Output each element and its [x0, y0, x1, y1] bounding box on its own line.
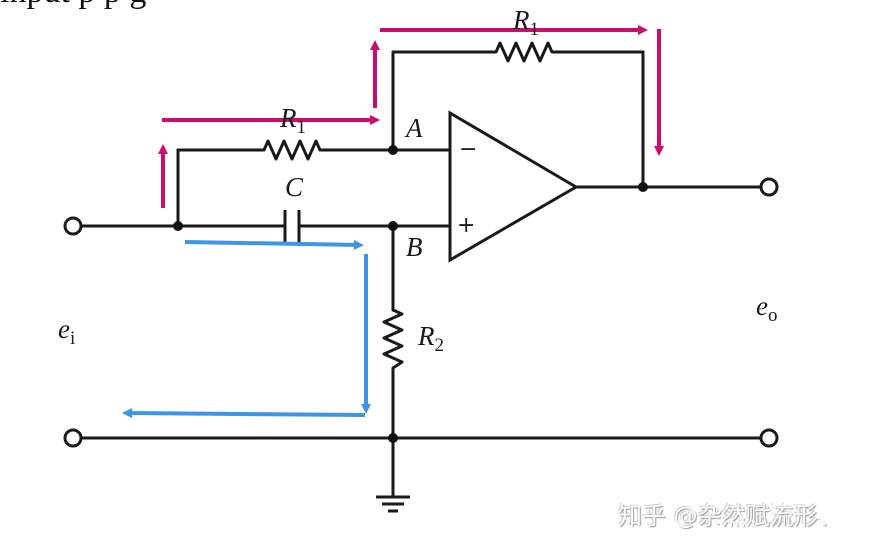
- ground-icon: [376, 495, 410, 513]
- blue-path: [122, 239, 371, 419]
- label-capacitor: C: [285, 172, 304, 202]
- label-r1-input: R1: [279, 103, 306, 138]
- label-r2: R2: [417, 321, 444, 356]
- terminal-input-bottom: [63, 428, 83, 448]
- resistor-r2: [382, 308, 404, 370]
- watermark: 知乎 @杂然赋流形、: [618, 502, 842, 530]
- junction-output: [638, 182, 648, 192]
- op-amp: [448, 110, 579, 263]
- magenta-path: [158, 25, 664, 208]
- junctions: [173, 145, 648, 443]
- cropped-caption-line: input p p g: [0, 0, 885, 12]
- label-input-voltage: ei: [58, 314, 75, 349]
- inverting-input-sign: −: [459, 137, 477, 162]
- terminal-output-top: [759, 177, 779, 197]
- junction-a: [388, 145, 398, 155]
- arrow-left-return: [122, 408, 366, 419]
- junction-ground: [388, 433, 398, 443]
- caption-text: input p p g: [0, 0, 885, 12]
- wires: [80, 50, 764, 499]
- capacitor-c: [283, 210, 301, 242]
- arrow-right-capacitor: [184, 239, 364, 250]
- label-r1-feedback: R1: [512, 5, 539, 40]
- label-node-a: A: [404, 113, 423, 143]
- terminal-output-bottom: [759, 428, 779, 448]
- resistor-r1-feedback: [494, 41, 554, 63]
- noninverting-input-sign: +: [457, 213, 475, 238]
- junction-input: [173, 221, 183, 231]
- label-node-b: B: [406, 232, 423, 262]
- resistor-r1-input: [262, 139, 322, 161]
- junction-b: [388, 221, 398, 231]
- label-output-voltage: eo: [756, 291, 777, 326]
- terminal-input-top: [63, 216, 83, 236]
